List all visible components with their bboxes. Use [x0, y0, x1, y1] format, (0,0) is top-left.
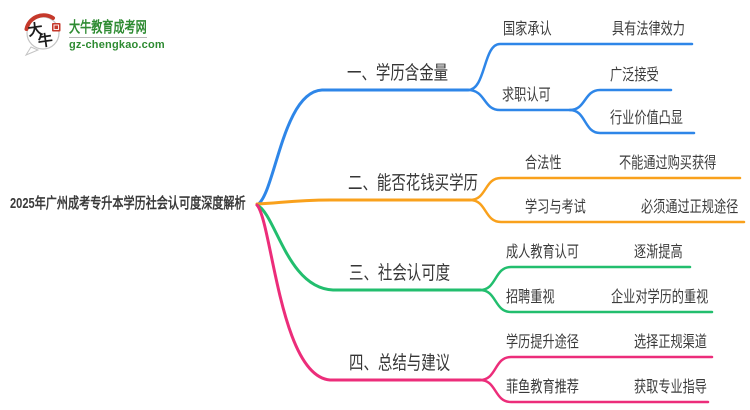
- node-formal-channel-required[interactable]: 必须通过正规途径: [641, 199, 739, 216]
- node-cannot-buy[interactable]: 不能通过购买获得: [619, 155, 717, 172]
- logo-seal-mark: [53, 24, 59, 30]
- logo-red-arc: [24, 13, 55, 31]
- node-adult-education-recognition[interactable]: 成人教育认可: [506, 244, 579, 261]
- logo-bubble-tail: [24, 46, 40, 57]
- site-url: gz-chengkao.com: [69, 38, 165, 51]
- node-upgrade-path[interactable]: 学历提升途径: [506, 334, 579, 351]
- logo-divider: [69, 36, 147, 38]
- branch1-row1-line: [466, 42, 694, 92]
- branch1-leaf1-line: [568, 88, 673, 112]
- branch2-topic-line: [255, 198, 472, 206]
- node-enterprise-values-degree[interactable]: 企业对学历的重视: [611, 289, 709, 306]
- branch1-row2-line: [466, 88, 572, 112]
- site-logo[interactable]: 大 牛 大牛教育成考网 gz-chengkao.com: [22, 13, 174, 57]
- branch2-row2-line: [468, 198, 746, 224]
- logo-char-da: 大: [27, 20, 44, 40]
- branch1-topic-line: [255, 88, 470, 207]
- branch-topic-buy-degree[interactable]: 二、能否花钱买学历: [348, 173, 478, 194]
- branch1-leaf2-line: [568, 108, 696, 135]
- logo-char-niu: 牛: [37, 31, 54, 51]
- root-topic[interactable]: 2025年广州成考专升本学历社会认可度深度解析: [10, 195, 246, 212]
- node-state-recognition[interactable]: 国家承认: [503, 21, 552, 38]
- site-name: 大牛教育成考网: [69, 18, 147, 36]
- node-gradually-improving[interactable]: 逐渐提高: [634, 244, 683, 261]
- node-study-exam[interactable]: 学习与考试: [525, 199, 586, 216]
- node-professional-guidance[interactable]: 获取专业指导: [634, 379, 707, 396]
- branch4-topic-line: [255, 203, 482, 382]
- branch4-row1-line: [478, 355, 714, 382]
- node-choose-formal-channel[interactable]: 选择正规渠道: [634, 334, 707, 351]
- node-feiyu-education-recommend[interactable]: 菲鱼教育推荐: [506, 379, 579, 396]
- node-legal-effect[interactable]: 具有法律效力: [612, 21, 685, 38]
- logo-seal: [52, 23, 61, 32]
- node-recruitment-attention[interactable]: 招聘重视: [506, 289, 555, 306]
- node-legality[interactable]: 合法性: [525, 155, 562, 172]
- branch-topic-social-recognition[interactable]: 三、社会认可度: [349, 263, 451, 284]
- node-industry-value[interactable]: 行业价值凸显: [610, 110, 683, 127]
- branch4-row2-line: [478, 378, 710, 404]
- branch-topic-summary-advice[interactable]: 四、总结与建议: [349, 353, 451, 374]
- node-widely-accepted[interactable]: 广泛接受: [610, 67, 659, 84]
- branch3-row1-line: [478, 265, 692, 292]
- branch3-topic-line: [255, 203, 482, 292]
- branch3-row2-line: [478, 288, 714, 314]
- logo-icon: 大 牛: [24, 13, 61, 57]
- node-job-recognition[interactable]: 求职认可: [502, 87, 551, 104]
- branch2-row1-line: [468, 176, 742, 202]
- branch-topic-degree-value[interactable]: 一、学历含金量: [347, 63, 449, 84]
- logo-text-block: 大牛教育成考网 gz-chengkao.com: [69, 19, 174, 52]
